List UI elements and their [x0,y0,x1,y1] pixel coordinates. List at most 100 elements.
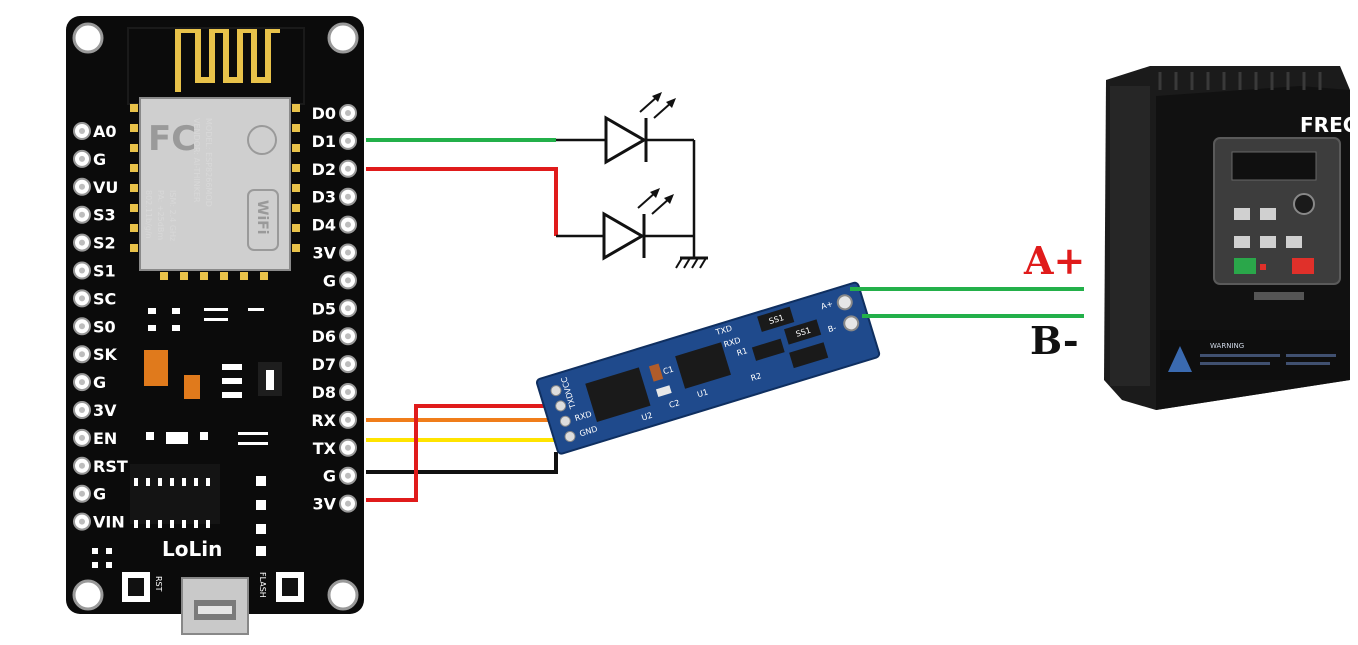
pin-hole-center [345,389,351,395]
pin-hole-center [79,490,85,497]
vfd-warning: WARNING [1210,342,1244,350]
left-pin-5: S1 [73,261,116,281]
right-pin-label: D6 [312,327,336,346]
fcc-logo: FC [148,119,196,159]
left-pin-10: 3V [73,401,117,420]
pin-hole-center [79,183,85,190]
rs485-ss1-1: SS1 [768,313,785,326]
rs485-pin-label-a: A+ [820,299,834,311]
right-pin-13: G [323,466,357,486]
left-pin-label: G [93,485,106,504]
mount-hole [327,579,359,611]
right-pin-6: G [323,271,357,290]
led-circuit [366,92,708,269]
left-pin-3: S3 [73,205,116,225]
vfd-run-button [1234,258,1256,274]
left-pin-label: A0 [93,122,117,141]
right-pin-3: D3 [312,187,357,207]
right-pin-2: D2 [312,159,357,179]
pin-hole-center [79,379,85,386]
smd-components [92,308,282,568]
pin-hole-center [79,267,85,274]
wifi-antenna [175,27,280,92]
vfd-brand: FRECON [1300,113,1358,137]
pin-hole-center [345,277,351,284]
left-pin-1: G [73,149,106,169]
board-brand-label: LoLin [162,537,222,561]
rs485-terminal-a [836,294,853,311]
pin-hole-center [345,500,351,507]
left-pin-8: SK [73,345,118,364]
esp-module: FC MODEL: ESP8266MOD VENDOR: AI-THINKER … [139,97,291,271]
left-pin-label: SC [93,289,116,308]
pin-hole-center [345,193,351,200]
uart-wires [366,404,558,502]
right-pin-12: TX [313,438,357,458]
right-pin-label: D2 [312,160,336,179]
rs485-terminal-b [843,315,860,332]
pin-hole-center [79,407,85,413]
left-pin-label: S3 [93,206,116,225]
rs485-pin-rxd [559,415,571,427]
left-pin-label: 3V [93,401,117,420]
rs485-pin-label-b: B- [827,323,838,334]
left-pin-label: S1 [93,262,116,281]
pin-hole-center [79,323,85,330]
pin-hole-center [79,518,85,525]
wifi-logo [247,189,279,251]
right-pin-label: G [323,467,336,486]
rs485-pin-gnd [564,431,576,443]
vfd-inverter: FRECON WARNING [1104,66,1358,410]
left-pin-6: SC [73,289,116,308]
left-pin-label: S2 [93,234,116,253]
esp-vendor-text: VENDOR: AI-THINKER [192,118,201,203]
pin-hole-center [345,333,351,340]
a-plus-label: A+ [1023,238,1085,283]
pin-hole-center [79,211,85,218]
left-pin-label: VU [93,178,118,197]
right-pin-label: 3V [312,495,336,514]
wire-3v-red [366,404,548,502]
right-pin-9: D7 [312,355,357,374]
wire-d2-red [366,167,558,236]
left-pin-14: VIN [73,512,125,532]
rst-button-label: RST [154,576,163,592]
rs485-label-r1: R1 [736,346,749,358]
esp-pa-text: PA: +25dBm [156,190,165,240]
pin-hole-center [79,295,85,302]
left-pin-label: G [93,150,106,169]
rs485-label-u2: U2 [640,411,653,423]
rs485-bus-wires [850,287,1084,318]
esp-model-text: MODEL: ESP8266MOD [204,118,213,207]
right-pin-label: RX [311,411,336,430]
wifi-logo-text: WiFi [254,200,270,235]
left-pin-label: S0 [93,317,116,336]
pin-hole-center [79,155,85,162]
left-pin-label: G [93,373,106,392]
right-pin-14: 3V [312,494,357,514]
rs485-chip-u2 [585,367,651,423]
rs485-pin-vcc [550,385,562,397]
left-pin-13: G [73,484,106,504]
rs485-diode-2 [784,319,822,345]
left-pin-label: RST [93,457,128,476]
right-pin-8: D6 [312,327,357,346]
vfd-logo-icon [1168,346,1192,372]
led-1-symbol [604,92,694,165]
left-pin-7: S0 [73,317,116,336]
left-pin-12: RST [73,456,128,476]
wire-gnd-black [366,452,558,474]
mount-hole [72,22,104,54]
right-pin-7: D5 [312,299,357,318]
pin-hole-center [345,305,351,312]
left-pin-label: SK [93,345,118,364]
mount-hole [327,22,359,54]
pin-hole-center [345,110,351,116]
right-pin-label: 3V [312,244,336,263]
mount-hole [72,579,104,611]
right-pin-label: D5 [312,299,336,318]
right-pin-label: D8 [312,383,336,402]
rs485-label-u1: U1 [696,387,709,399]
